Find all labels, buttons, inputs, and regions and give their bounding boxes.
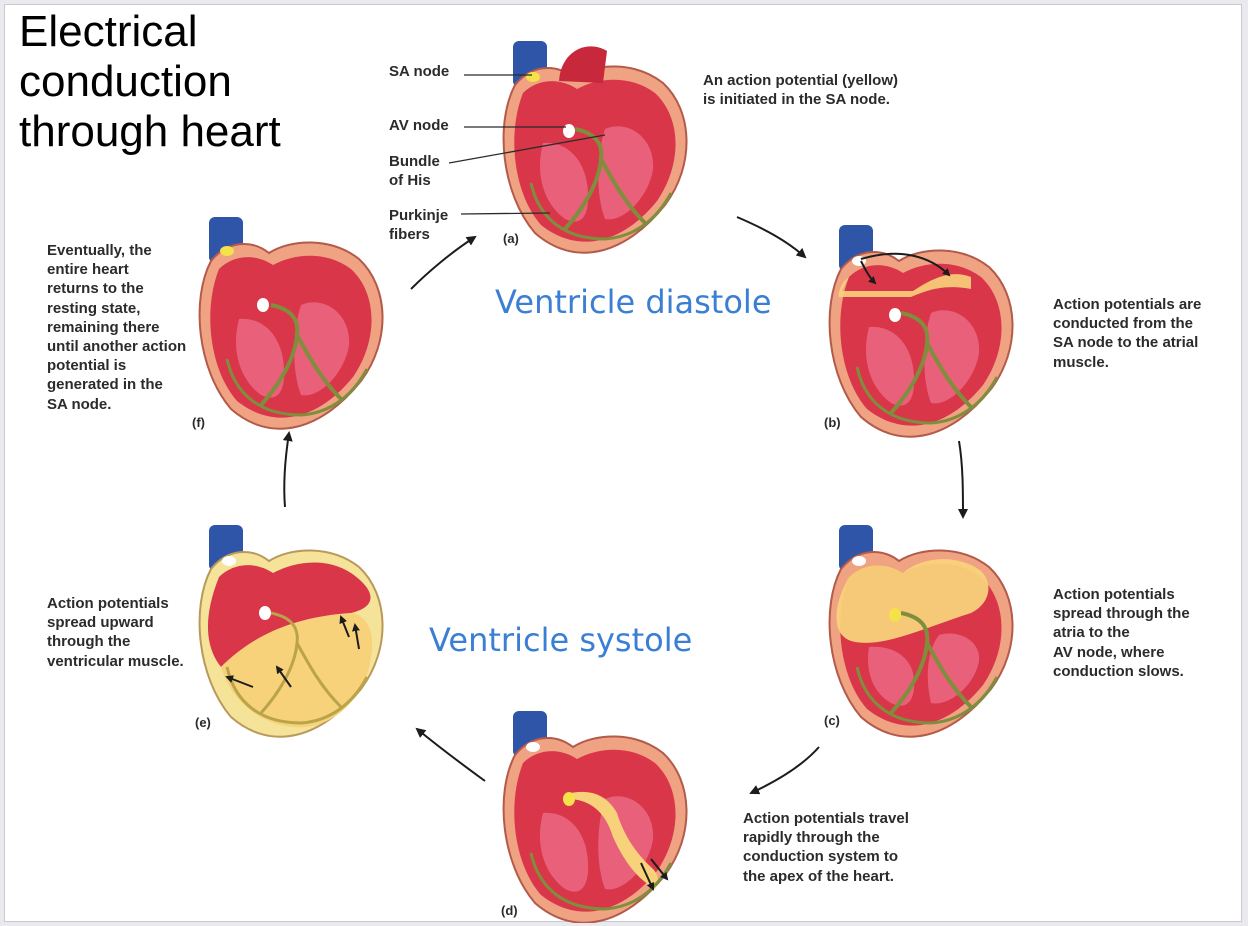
pulmonary-vessel bbox=[559, 46, 607, 83]
sa-node bbox=[852, 556, 866, 566]
structure-pointers bbox=[448, 74, 606, 215]
av-node bbox=[889, 608, 901, 622]
sa-node bbox=[526, 72, 540, 82]
caption-b: Action potentials are conducted from the… bbox=[1053, 296, 1202, 371]
spread-arrow bbox=[275, 665, 292, 688]
caption-a: An action potential (yellow) is initiate… bbox=[703, 72, 899, 109]
spread-arrow bbox=[860, 260, 877, 285]
excited-atria bbox=[838, 274, 971, 297]
purkinje-pathway bbox=[529, 852, 673, 911]
heart-panel-f bbox=[198, 217, 384, 430]
conduction-pathway bbox=[259, 611, 343, 715]
av-node bbox=[563, 124, 575, 138]
heart-panel-b bbox=[828, 225, 1014, 438]
phase-label-systole: Ventricle systole bbox=[429, 621, 693, 659]
excited-atria bbox=[836, 559, 989, 643]
label-bundle-of-his: Bundle of His bbox=[389, 153, 440, 190]
sa-node bbox=[526, 742, 540, 752]
purkinje-pathway bbox=[529, 182, 673, 241]
panel-label-c: (c) bbox=[824, 713, 840, 728]
slide-title: Electrical conduction through heart bbox=[19, 7, 281, 156]
av-node bbox=[889, 308, 901, 322]
heart-chamber-left bbox=[235, 318, 285, 398]
panel-label-f: (f) bbox=[192, 415, 205, 430]
label-sa-node: SA node bbox=[389, 63, 450, 80]
heart-chamber-right bbox=[294, 302, 350, 396]
sa-node bbox=[220, 246, 234, 256]
cycle-arrow-d-to-e bbox=[415, 727, 486, 782]
purkinje-pathway bbox=[855, 666, 999, 725]
heart-chamber-right bbox=[924, 310, 980, 404]
spread-arrow bbox=[860, 252, 951, 277]
av-node bbox=[563, 792, 575, 806]
cycle-arrow-b-to-c bbox=[957, 440, 968, 519]
label-purkinje-fibers: Purkinje fibers bbox=[389, 207, 449, 244]
heart-chamber-right bbox=[927, 633, 980, 704]
diagram-artwork bbox=[198, 41, 1014, 923]
cycle-arrow-f-to-a bbox=[410, 235, 477, 290]
heart-panel-d bbox=[502, 711, 688, 923]
conduction-pathway bbox=[889, 311, 973, 415]
spread-arrow bbox=[225, 675, 254, 688]
caption-f: Eventually, the entire heart returns to … bbox=[47, 242, 187, 413]
cycle-arrow-a-to-b bbox=[736, 216, 807, 259]
panel-label-d: (d) bbox=[501, 903, 518, 918]
av-node bbox=[257, 298, 269, 312]
spread-arrow bbox=[352, 623, 360, 650]
purkinje-pathway bbox=[225, 666, 369, 725]
caption-d: Action potentials travel rapidly through… bbox=[743, 810, 909, 885]
panel-label-e: (e) bbox=[195, 715, 211, 730]
heart-chamber-right bbox=[598, 126, 654, 220]
cycle-arrow-c-to-d bbox=[749, 746, 820, 795]
purkinje-pathway bbox=[225, 358, 369, 417]
conduction-pathway bbox=[563, 127, 647, 231]
phase-label-diastole: Ventricle diastole bbox=[495, 283, 772, 321]
heart-panel-a bbox=[502, 41, 688, 254]
av-node bbox=[259, 606, 271, 620]
heart-chamber-left bbox=[865, 326, 915, 406]
caption-c: Action potentials spread through the atr… bbox=[1053, 586, 1190, 680]
excited-conduction-system bbox=[571, 791, 658, 889]
heart-chamber-left bbox=[539, 142, 589, 222]
label-av-node: AV node bbox=[389, 117, 449, 134]
heart-muscle-upper bbox=[207, 562, 371, 667]
purkinje-pathway bbox=[855, 366, 999, 425]
conduction-pathway bbox=[259, 303, 343, 407]
caption-e: Action potentials spread upward through … bbox=[47, 595, 184, 670]
spread-arrow bbox=[640, 862, 655, 891]
conduction-pathway bbox=[889, 611, 973, 715]
panel-label-b: (b) bbox=[824, 415, 841, 430]
cycle-arrow-e-to-f bbox=[282, 431, 293, 508]
cycle-arrows bbox=[282, 216, 968, 795]
spread-arrow bbox=[650, 858, 669, 881]
panel-label-a: (a) bbox=[503, 231, 519, 246]
slide: Electrical conduction through heart Vent… bbox=[4, 4, 1242, 923]
sa-node bbox=[222, 556, 236, 566]
spread-arrow bbox=[339, 615, 350, 638]
heart-chamber-left bbox=[539, 812, 589, 892]
heart-chamber-left bbox=[867, 646, 915, 706]
heart-panel-e bbox=[198, 525, 384, 738]
heart-panel-c bbox=[828, 525, 1014, 738]
